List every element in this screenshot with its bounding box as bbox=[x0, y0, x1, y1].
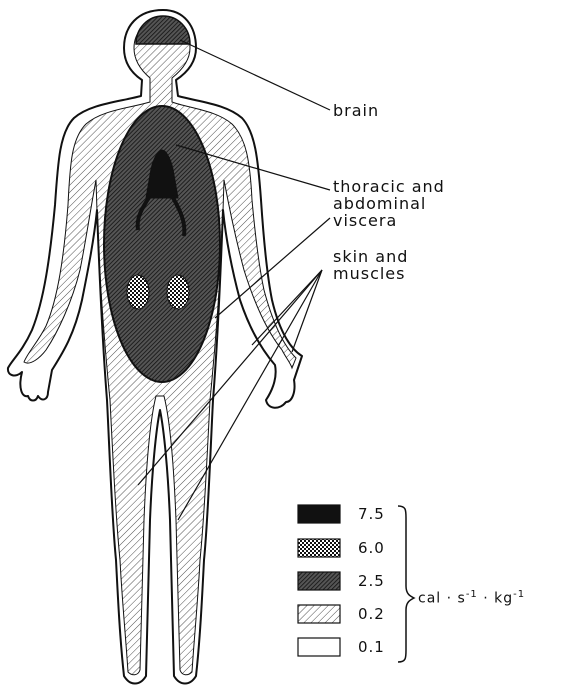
left-kidney-region bbox=[127, 275, 149, 309]
legend-unit: cal · s-1 · kg-1 bbox=[418, 589, 525, 607]
brain-leader-line bbox=[180, 40, 330, 110]
legend-value-0-2: 0.2 bbox=[358, 605, 385, 623]
brain-label: brain bbox=[333, 102, 379, 119]
legend-swatch-0-1 bbox=[298, 638, 340, 656]
legend-value-0-1: 0.1 bbox=[358, 638, 385, 656]
unit-mid: · kg bbox=[478, 591, 513, 607]
legend-brace bbox=[398, 506, 414, 662]
viscera-label: thoracic and abdominal viscera bbox=[333, 178, 445, 229]
unit-exp1: -1 bbox=[466, 589, 478, 600]
viscera-region bbox=[104, 106, 220, 382]
legend-swatch-2-5 bbox=[298, 572, 340, 590]
skin-leader-line-2 bbox=[292, 270, 322, 352]
right-kidney-region bbox=[167, 275, 189, 309]
unit-exp2: -1 bbox=[513, 589, 525, 600]
legend-value-6-0: 6.0 bbox=[358, 539, 385, 557]
legend-value-2-5: 2.5 bbox=[358, 572, 385, 590]
legend-swatch-6-0 bbox=[298, 539, 340, 557]
legend-swatch-7-5 bbox=[298, 505, 340, 523]
legend-value-7-5: 7.5 bbox=[358, 505, 385, 523]
unit-base: cal · s bbox=[418, 591, 466, 607]
legend-swatch-0-2 bbox=[298, 605, 340, 623]
legend-swatches bbox=[298, 505, 340, 656]
skin-muscles-label: skin and muscles bbox=[333, 248, 408, 282]
